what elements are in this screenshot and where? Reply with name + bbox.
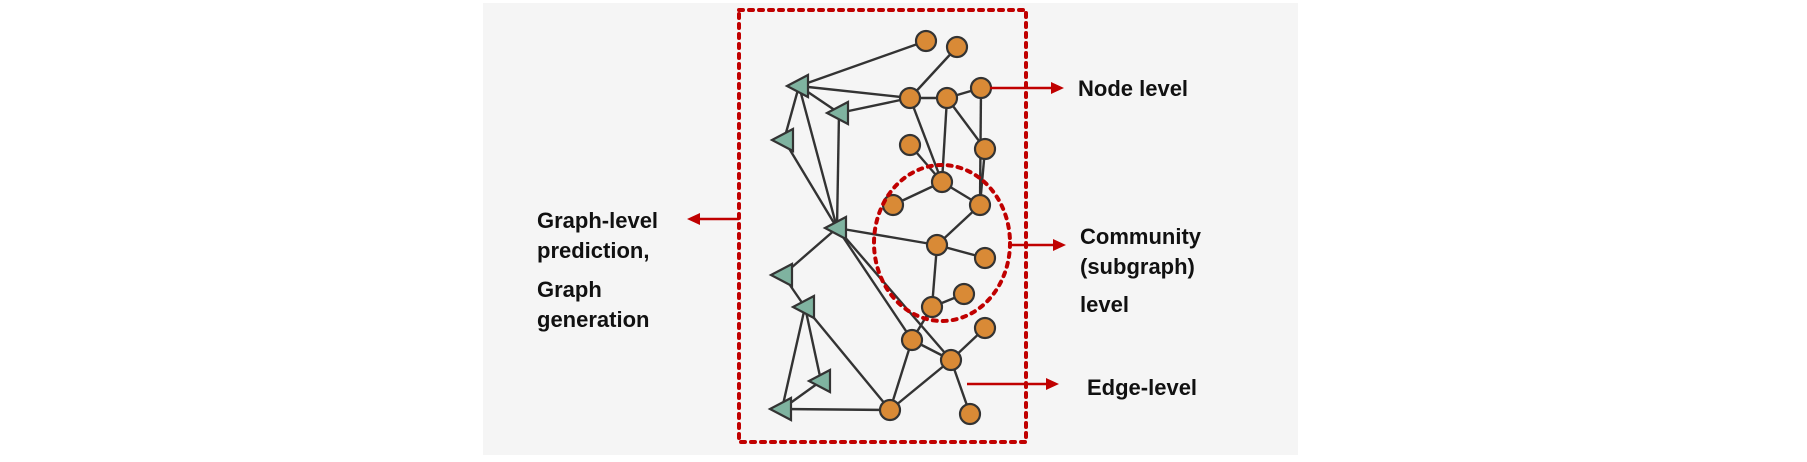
graph-edge	[838, 96, 911, 115]
graph-level-label-line4: generation	[537, 307, 649, 332]
graph-edge	[797, 85, 839, 229]
triangle-node	[822, 215, 848, 241]
triangle-node	[790, 294, 816, 320]
graph-edge	[782, 85, 801, 141]
node-level-arrow	[990, 82, 1064, 94]
circle-node	[958, 402, 982, 426]
circle-node	[973, 137, 997, 161]
graph-edge	[835, 112, 841, 229]
diagram-background	[483, 3, 1298, 455]
graph-edge	[836, 226, 938, 247]
community-dotted-circle	[872, 163, 1012, 323]
circle-node	[898, 133, 922, 157]
circle-node	[935, 86, 959, 110]
triangle-node	[767, 396, 793, 422]
graph-edge	[836, 227, 952, 361]
graph-edge	[781, 407, 891, 412]
triangle-node	[769, 127, 795, 153]
community-level-label-line3: level	[1080, 292, 1129, 317]
graph-edge	[798, 39, 927, 88]
triangle-node	[768, 262, 794, 288]
graph-edge	[836, 227, 913, 341]
circle-node	[930, 170, 954, 194]
graph-edge	[889, 359, 952, 411]
triangle-node	[806, 368, 832, 394]
community-level-label-line1: Community	[1080, 224, 1202, 249]
graph-level-label-line1: Graph-level	[537, 208, 658, 233]
graph-level-arrow	[687, 213, 739, 225]
circle-node	[945, 35, 969, 59]
graph-edge	[804, 306, 891, 411]
edge-level-label: Edge-level	[1087, 375, 1197, 400]
graph-edge	[908, 97, 944, 183]
graph-level-label-line2: prediction,	[537, 238, 649, 263]
circle-node	[900, 328, 924, 352]
node-level-label: Node level	[1078, 76, 1188, 101]
graph-edge	[940, 97, 949, 183]
graph-edge	[909, 46, 958, 99]
graph-edge	[803, 306, 823, 382]
circle-node	[969, 76, 993, 100]
graph-level-label-line3: Graph	[537, 277, 602, 302]
community-level-label-line2: (subgraph)	[1080, 254, 1195, 279]
edge-level-arrow	[967, 378, 1059, 390]
circle-node	[952, 282, 976, 306]
circle-node	[881, 193, 905, 217]
graph-level-dotted-box	[737, 8, 1028, 444]
graph-edge	[782, 139, 839, 229]
circle-node	[939, 348, 963, 372]
graph-nodes	[767, 29, 997, 426]
circle-node	[925, 233, 949, 257]
circle-node	[878, 398, 902, 422]
community-level-arrow	[1009, 239, 1066, 251]
circle-node	[968, 193, 992, 217]
graph-edge	[798, 84, 911, 100]
triangle-node	[784, 73, 810, 99]
circle-node	[973, 246, 997, 270]
triangle-node	[824, 100, 850, 126]
circle-node	[920, 295, 944, 319]
circle-node	[914, 29, 938, 53]
circle-node	[973, 316, 997, 340]
circle-node	[898, 86, 922, 110]
graph-edge	[888, 339, 914, 411]
graph-edge	[780, 306, 807, 410]
